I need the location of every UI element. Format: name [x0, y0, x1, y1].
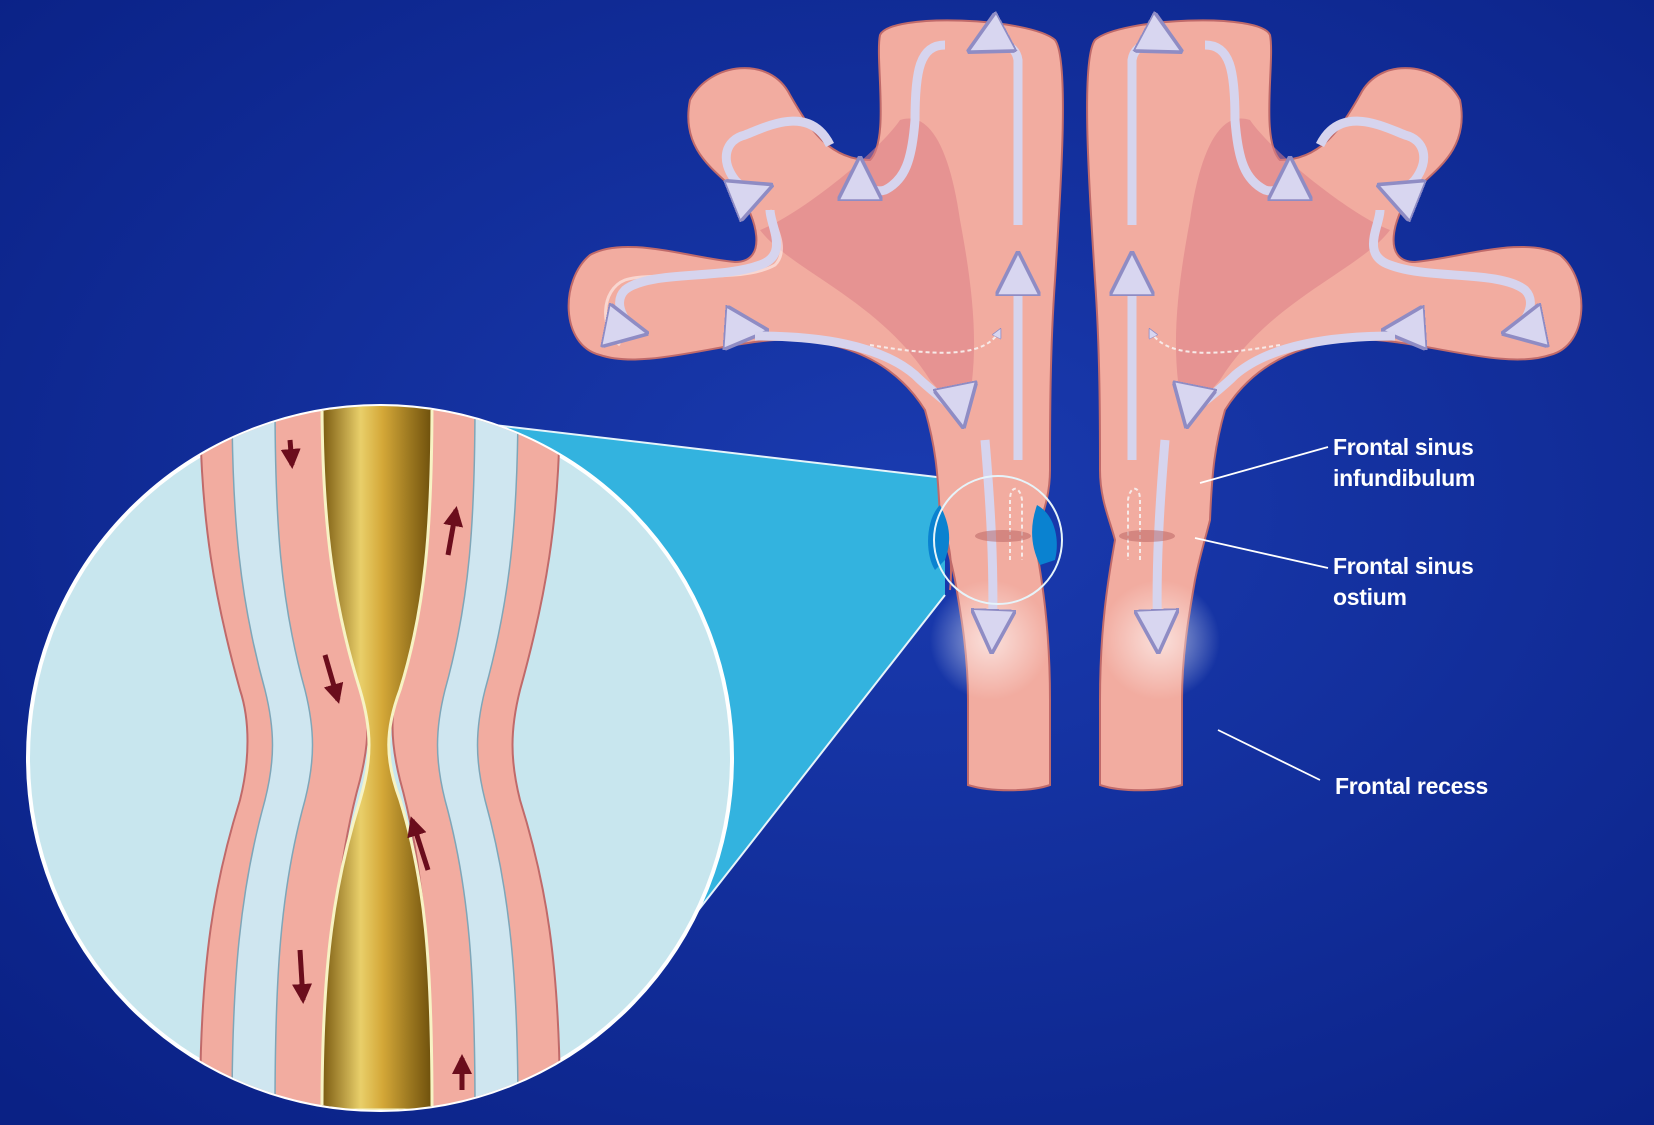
left-frontal-sinus — [567, 20, 1064, 792]
leader-lines — [1194, 446, 1329, 781]
air-lumen — [320, 406, 434, 1110]
magnified-view — [26, 404, 734, 1112]
label-infundibulum-line2: infundibulum — [1333, 465, 1476, 491]
left-cilia-cells — [231, 406, 314, 1110]
left-sinus-shading — [760, 118, 975, 421]
right-frontal-sinus — [1086, 20, 1583, 792]
label-ostium-line1: Frontal sinus — [1333, 553, 1474, 579]
cilia-beat-arrows — [280, 439, 472, 1090]
right-mucus-flow — [1132, 43, 1530, 645]
label-ostium: Frontal sinus ostium — [1333, 551, 1474, 613]
label-recess-line1: Frontal recess — [1335, 773, 1489, 799]
right-sinus-shading — [1175, 118, 1390, 421]
right-cilia-cells — [436, 406, 519, 1110]
left-mucus-flow — [606, 43, 1018, 645]
left-recirculation — [869, 330, 1023, 560]
label-recess: Frontal recess — [1335, 771, 1488, 802]
label-infundibulum: Frontal sinus infundibulum — [1333, 432, 1475, 494]
label-infundibulum-line1: Frontal sinus — [1333, 434, 1474, 460]
label-ostium-line2: ostium — [1333, 584, 1407, 610]
ostium-highlight — [928, 475, 1063, 605]
